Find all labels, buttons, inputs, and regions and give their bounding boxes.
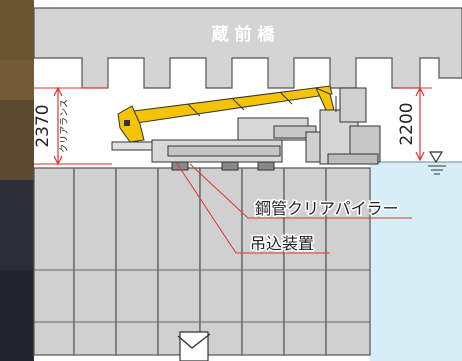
- steel-pile: [177, 331, 211, 361]
- retaining-wall: [33, 167, 371, 356]
- height-value: 2200: [397, 102, 417, 145]
- background-photo-strip: [0, 0, 34, 361]
- bridge-deck: [33, 7, 462, 89]
- clearance-caption: クリアランス: [59, 99, 70, 153]
- height-dimension: [398, 86, 432, 162]
- water-level-mark-icon: [428, 151, 446, 175]
- wall-joint-lines: [34, 269, 370, 323]
- hoist-callout-label: 吊込装置: [250, 234, 314, 253]
- river-water: [370, 162, 462, 361]
- clearance-value: 2370: [33, 104, 53, 147]
- hoist-crane-boom: [117, 85, 337, 143]
- machine-callout-label: 鋼管クリアパイラー: [255, 199, 399, 218]
- pile-driver-machine: [111, 87, 381, 171]
- callout-leaders: [175, 161, 412, 254]
- clearance-dimension: [34, 86, 112, 166]
- bridge-name: 蔵 前 橋: [212, 24, 276, 45]
